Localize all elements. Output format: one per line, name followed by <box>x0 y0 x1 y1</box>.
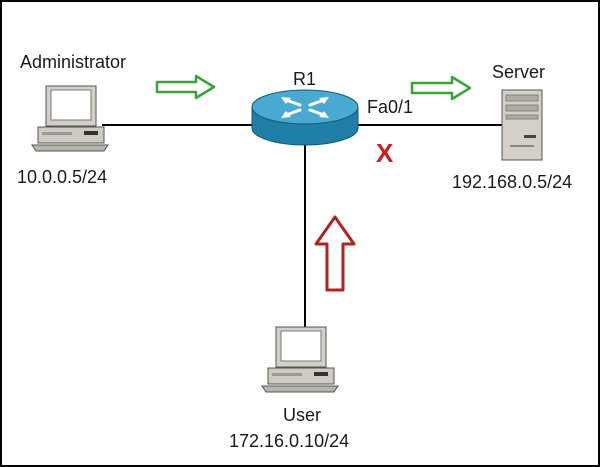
server-traffic-arrow-icon <box>410 75 472 101</box>
user-label: User <box>283 405 321 425</box>
user-ip-label: 172.16.0.10/24 <box>229 431 349 451</box>
admin-traffic-arrow-icon <box>155 74 216 100</box>
links <box>102 124 502 330</box>
server-label: Server <box>492 62 545 82</box>
user-computer-icon <box>261 326 339 393</box>
administrator-label: Administrator <box>20 52 126 72</box>
administrator-computer-icon <box>31 85 109 152</box>
router-r1-icon <box>251 89 359 146</box>
server-ip-label: 192.168.0.5/24 <box>452 172 572 192</box>
server-icon <box>501 89 543 161</box>
link-failure-x-icon: X <box>376 138 394 168</box>
administrator-ip-label: 10.0.0.5/24 <box>17 167 107 187</box>
router-name-label: R1 <box>293 69 316 89</box>
router-interface-label: Fa0/1 <box>367 97 413 117</box>
user-traffic-arrow-icon <box>314 215 356 292</box>
